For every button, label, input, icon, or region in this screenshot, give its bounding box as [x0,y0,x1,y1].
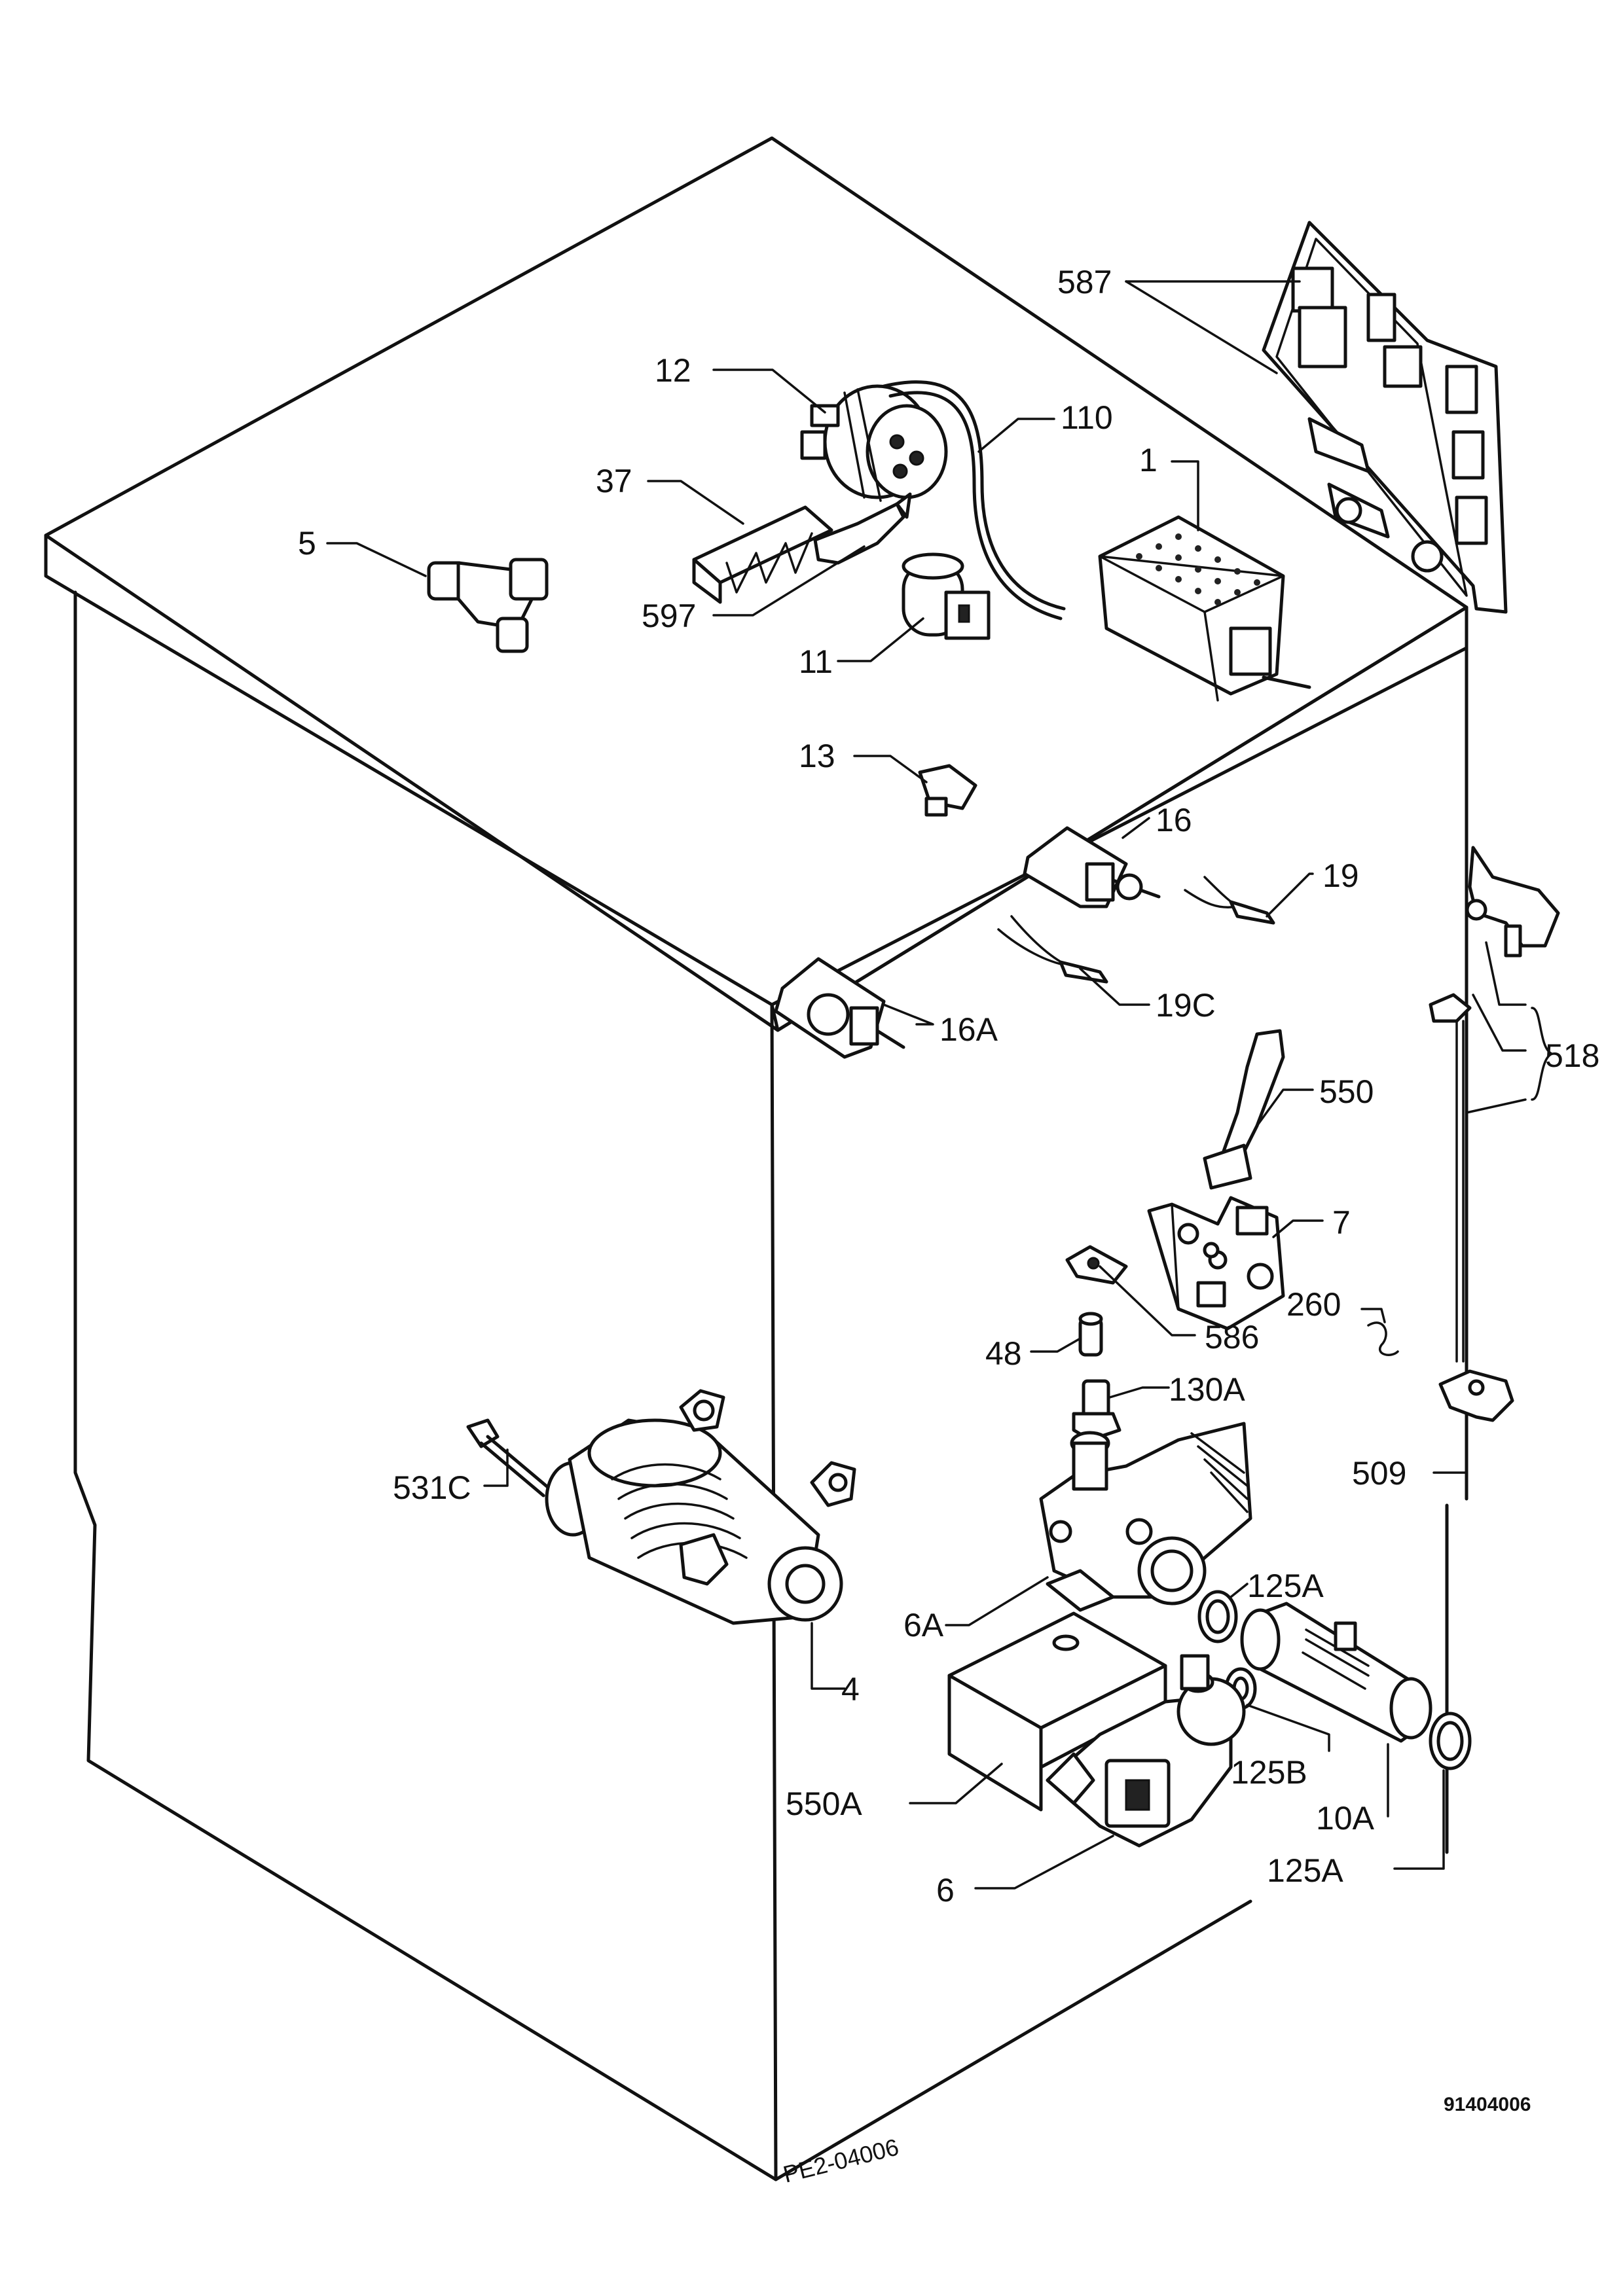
label-518: 518 [1545,1037,1599,1074]
part-586-thermostat [1065,1245,1128,1285]
label-531c: 531C [393,1469,471,1506]
part-5-valve [427,558,549,653]
part-260-spring [1367,1321,1399,1356]
part-587-control-bracket [1262,221,1508,614]
label-48: 48 [985,1335,1022,1372]
label-1: 1 [1139,442,1158,478]
label-550: 550 [1319,1073,1374,1110]
part-11-capacitor [902,552,991,640]
part-550-actuator [1203,1029,1285,1190]
label-550a: 550A [786,1785,862,1822]
label-125b: 125B [1231,1754,1307,1791]
label-16a: 16A [939,1011,998,1048]
part-597-clip [813,492,912,565]
label-4: 4 [841,1671,860,1708]
label-10a: 10A [1316,1800,1375,1837]
part-13-switch [918,764,977,817]
label-11: 11 [799,643,833,680]
cabinet-outline [44,136,1468,2181]
label-110: 110 [1061,399,1113,436]
part-19c-sensor [997,915,1108,984]
diagram-code: 91404006 [1444,2094,1531,2115]
part-12-program-timer [800,384,948,502]
part-4-pump-motor [545,1389,856,1625]
part-16-door-switch [1023,826,1161,908]
part-labels: 587 12 110 1 37 5 597 11 13 16 19 19C 16… [298,264,1599,2188]
part-6-drain-pump [1046,1654,1246,1848]
part-130a-nut [1072,1379,1122,1442]
label-5: 5 [298,525,316,562]
part-1-electronic-module [1098,515,1311,702]
part-48-fuse [1078,1312,1103,1357]
part-19-sensor [1184,876,1275,925]
label-260: 260 [1286,1286,1341,1323]
label-6: 6 [936,1872,955,1909]
part-7-door-lock [1147,1196,1285,1331]
label-6a: 6A [903,1607,944,1643]
label-16: 16 [1156,802,1192,838]
part-125a-gasket-bottom [1429,1712,1472,1770]
label-7: 7 [1332,1204,1351,1241]
label-125a-bottom: 125A [1267,1852,1343,1889]
label-597: 597 [642,598,696,634]
part-110-pressure-hose [882,380,1066,620]
label-587: 587 [1057,264,1112,300]
part-125a-gasket-top [1197,1590,1238,1643]
label-13: 13 [799,738,835,774]
label-37: 37 [596,463,632,499]
label-12: 12 [655,352,691,389]
label-586: 586 [1205,1319,1259,1355]
part-531c-screw [466,1418,552,1498]
label-125a-top: 125A [1247,1568,1324,1604]
part-518-lever-assembly [1429,846,1560,1363]
label-509: 509 [1352,1455,1406,1492]
part-6a-pump-housing [1039,1422,1252,1612]
part-10a-filter [1240,1602,1432,1743]
part-16a-door-switch [774,957,905,1059]
part-37-connector-block [692,505,833,604]
label-130a: 130A [1169,1371,1245,1408]
part-509-clip [1438,1369,1514,1422]
leader-lines [326,280,1553,1890]
label-19: 19 [1322,857,1359,894]
label-19c: 19C [1156,987,1216,1024]
